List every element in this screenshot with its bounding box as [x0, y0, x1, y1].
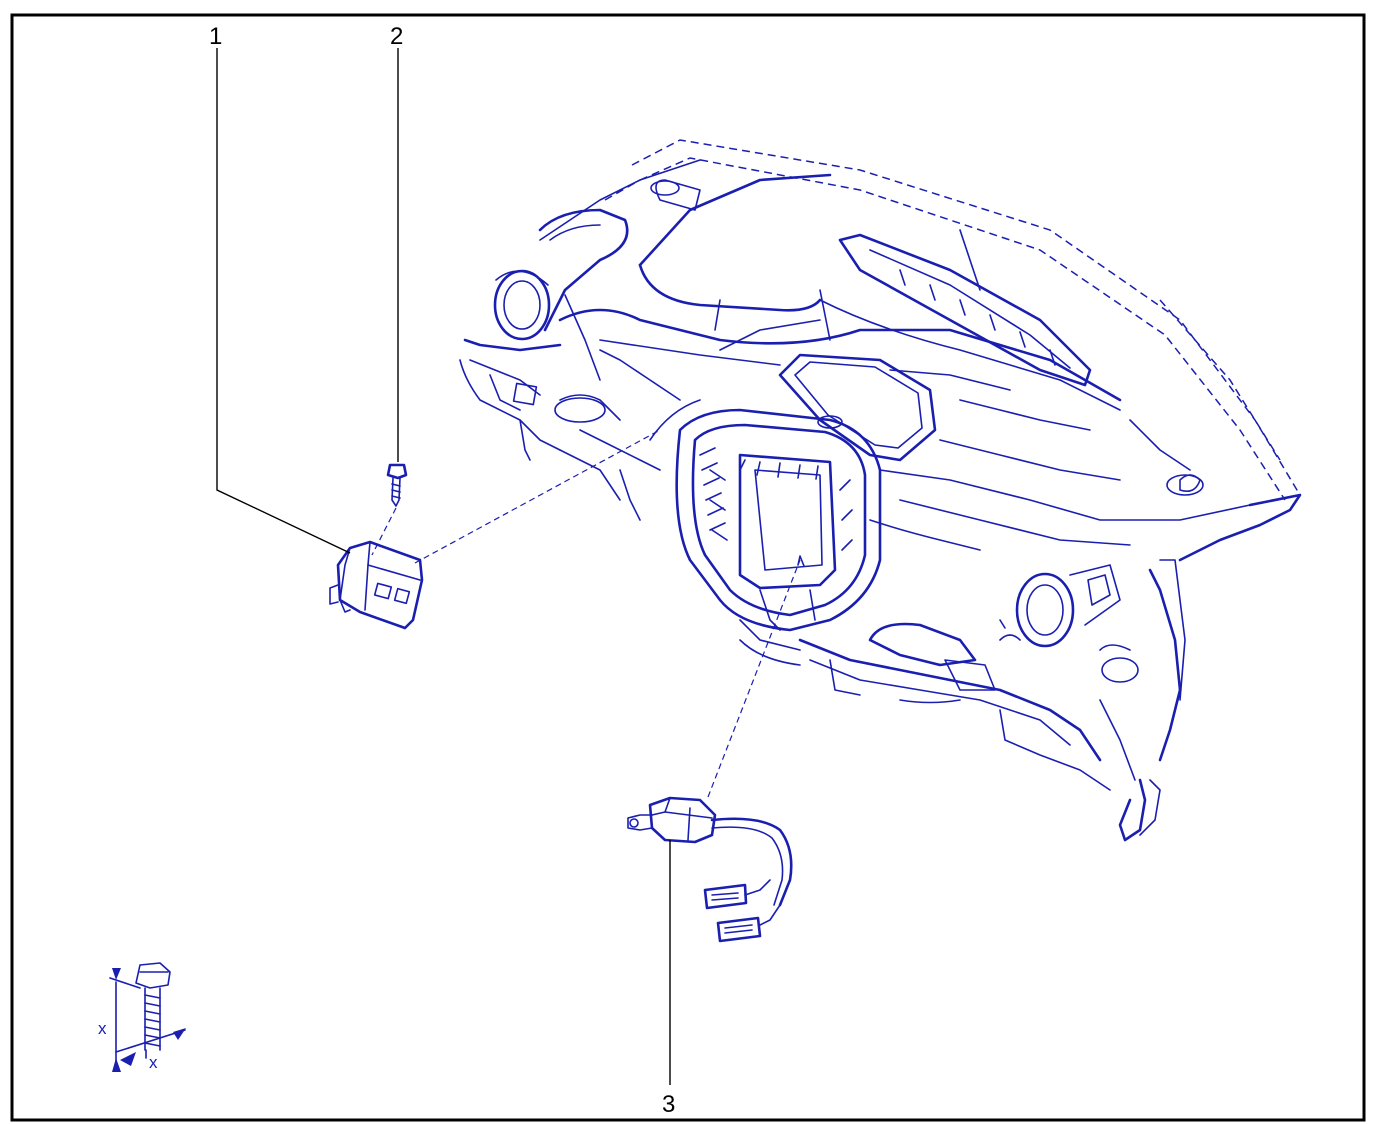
- diagram-frame: [10, 13, 1366, 1122]
- callout-1: 1: [209, 23, 222, 50]
- bolt-torque-icon: x x: [98, 962, 186, 1072]
- callout-2: 2: [390, 23, 403, 50]
- assembly-lines: [371, 429, 805, 798]
- callout-leaders: [216, 48, 671, 1085]
- bolt-dimension-label-vertical: x: [98, 1019, 107, 1038]
- part-1-switch: [329, 540, 424, 630]
- part-2-screw: [386, 463, 408, 507]
- leader-1: [216, 48, 351, 554]
- part-3-wiring-harness: [627, 796, 793, 943]
- bolt-dimension-label-horizontal: x: [149, 1053, 158, 1072]
- callout-3: 3: [662, 1091, 675, 1118]
- dashboard-assembly: [459, 139, 1302, 842]
